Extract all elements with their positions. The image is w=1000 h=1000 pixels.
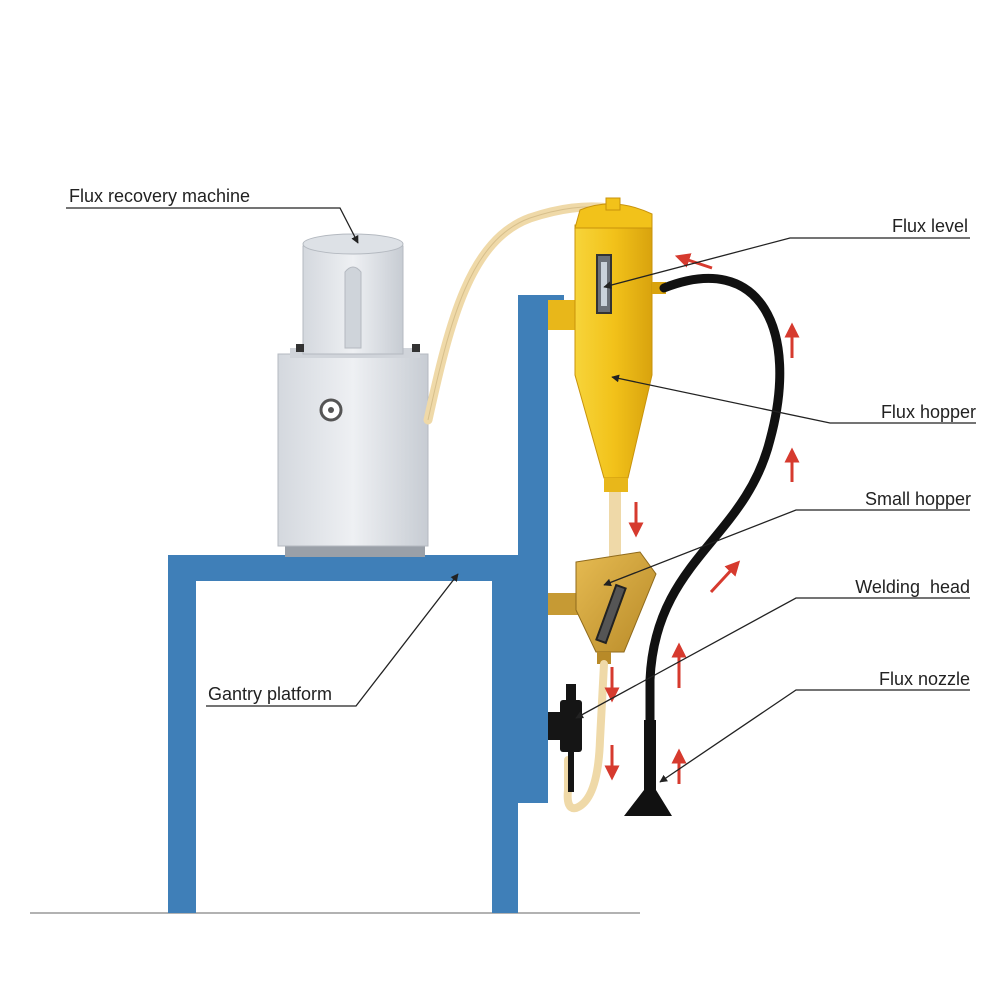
label-gantry-platform: Gantry platform xyxy=(208,684,333,704)
flux-nozzle xyxy=(624,720,672,816)
leader-small-hopper xyxy=(603,509,970,587)
flux-suction-hose xyxy=(645,273,785,795)
leader-flux-nozzle xyxy=(659,689,970,783)
label-flux-recovery-machine: Flux recovery machine xyxy=(69,186,251,206)
label-flux-nozzle: Flux nozzle xyxy=(878,669,970,689)
flux-recovery-machine xyxy=(277,233,429,557)
leader-gantry-platform xyxy=(206,573,459,707)
leader-welding-head xyxy=(575,597,970,719)
label-flux-level: Flux level xyxy=(891,216,968,236)
label-welding-head: Welding head xyxy=(855,577,970,597)
gantry-platform xyxy=(168,295,564,913)
feed-tube xyxy=(609,492,621,560)
small-hopper xyxy=(548,551,657,664)
flux-delivery-tube xyxy=(563,660,608,813)
welding-head xyxy=(548,684,582,792)
flux-hopper xyxy=(548,197,666,492)
leader-flux-level xyxy=(603,237,970,289)
leader-flux-recovery-machine xyxy=(66,207,359,244)
label-flux-hopper: Flux hopper xyxy=(880,402,976,422)
flow-arrow xyxy=(709,560,741,594)
leader-flux-hopper xyxy=(611,374,976,424)
label-small-hopper: Small hopper xyxy=(864,489,971,509)
leader-lines xyxy=(66,207,976,783)
